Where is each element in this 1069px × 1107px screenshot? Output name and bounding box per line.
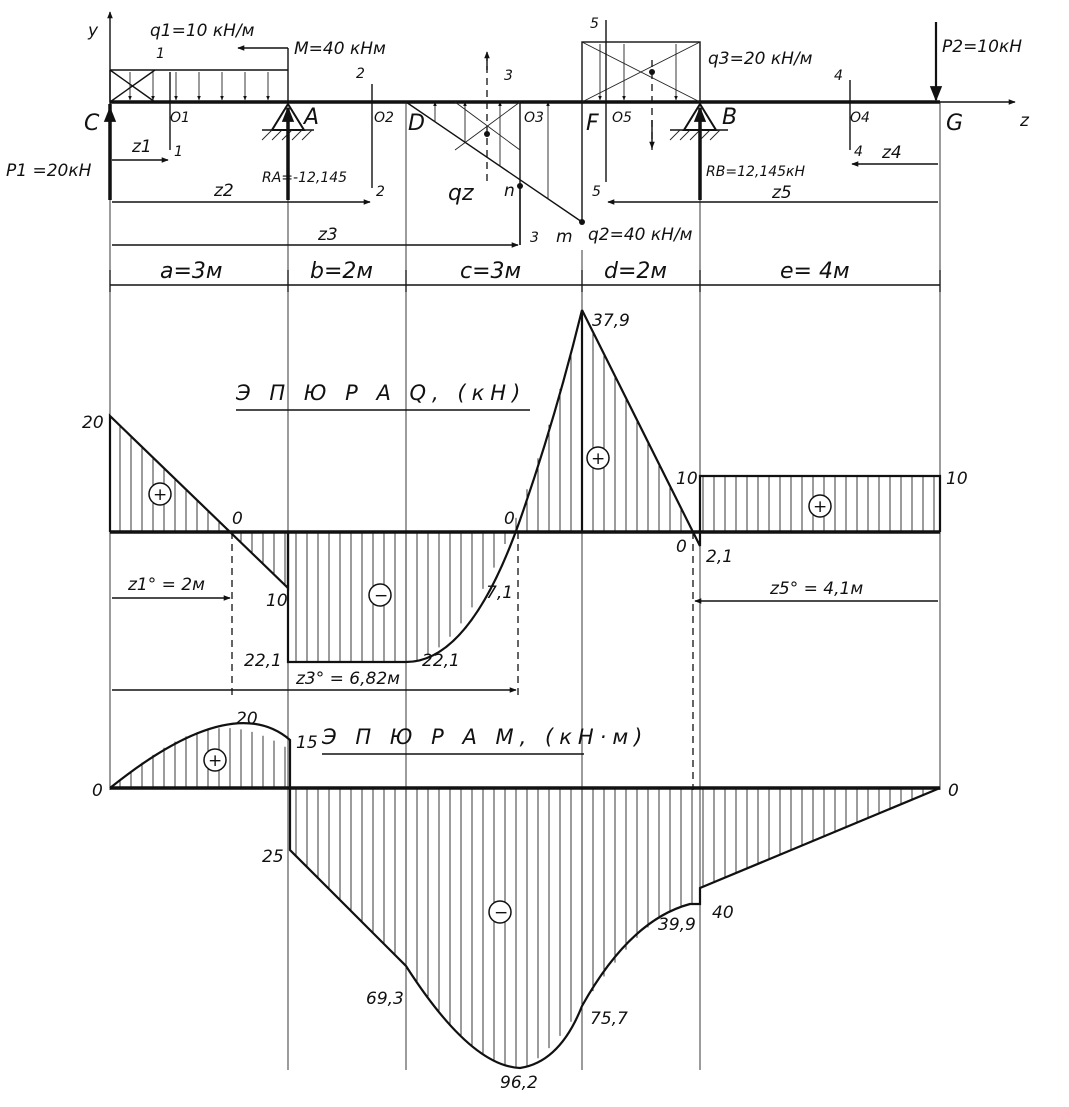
m-label-0-left: 0 <box>92 781 103 801</box>
q-minus-text: − <box>374 586 388 606</box>
span-e: e= 4м <box>780 259 850 284</box>
m-label-0-right: 0 <box>948 781 959 801</box>
q-segment-fb <box>581 309 702 547</box>
span-b: b=2м <box>310 259 373 284</box>
section-2-top: 2 <box>356 66 365 82</box>
section-3-top: 3 <box>504 68 513 84</box>
q-label-22-right: 22,1 <box>422 651 460 671</box>
m-segment-ag <box>288 786 941 1070</box>
m-label-40: 40 <box>712 903 734 923</box>
q-label-0c: 0 <box>676 537 687 557</box>
z5-zero-label: z5° = 4,1м <box>769 579 863 599</box>
z1-zero-label: z1° = 2м <box>127 575 205 595</box>
q-label-7: 7,1 <box>486 583 513 603</box>
point-d: D <box>408 111 425 136</box>
z3-label: z3 <box>317 225 338 245</box>
ra-label: RA=-12,145 <box>262 170 347 186</box>
z5-label: z5 <box>771 183 792 203</box>
m-diagram-title: Э П Ю Р А М, (кН·м) <box>321 725 648 749</box>
point-f: F <box>586 111 599 136</box>
section-5-top: 5 <box>590 16 599 32</box>
m-plus-text: + <box>208 751 222 771</box>
p1-label: P1 =20кН <box>6 161 92 181</box>
bending-moment-diagram: Э П Ю Р А М, (кН·м) 0 20 15 25 69,3 96,2… <box>92 709 959 1093</box>
q3-label: q3=20 кН/м <box>708 49 813 69</box>
section-5-bottom: 5 <box>592 184 601 200</box>
m-segment-ca <box>109 722 292 789</box>
point-c: C <box>84 111 100 136</box>
point-o2: O2 <box>374 110 394 126</box>
q1-label: q1=10 кН/м <box>150 21 255 41</box>
p2-label: P2=10кН <box>942 37 1022 57</box>
q-label-10-g: 10 <box>946 469 968 489</box>
point-o4: O4 <box>850 110 870 126</box>
section-3-bottom: 3 <box>530 230 539 246</box>
q-plus-text-3: + <box>813 497 827 517</box>
point-b: B <box>722 105 737 130</box>
rb-label: RB=12,145кН <box>706 164 806 180</box>
q-label-20: 20 <box>82 413 104 433</box>
q-label-22-left: 22,1 <box>244 651 282 671</box>
section-2-bottom: 2 <box>376 184 385 200</box>
m-label-15: 15 <box>296 733 318 753</box>
point-a: A <box>302 105 319 130</box>
m-minus-text: − <box>494 903 508 923</box>
point-n: n <box>504 181 515 201</box>
m-minus-sign <box>488 900 512 924</box>
m-label-25: 25 <box>262 847 284 867</box>
point-g: G <box>946 111 963 136</box>
q-segment-ca <box>108 413 290 591</box>
q2-triangular-load <box>405 51 585 245</box>
q-plus-sign-2 <box>586 446 610 470</box>
section-4-top: 4 <box>834 68 843 84</box>
q-minus-sign <box>368 583 392 607</box>
moment-label: M=40 кНм <box>294 39 386 59</box>
m-label-75: 75,7 <box>590 1009 628 1029</box>
span-c: c=3м <box>460 259 521 284</box>
q-label-0a: 0 <box>232 509 243 529</box>
support-b <box>669 102 728 200</box>
qz-label: qz <box>448 181 474 206</box>
point-o5: O5 <box>612 110 632 126</box>
shear-force-diagram: Э П Ю Р А Q, (кН) 20 10 0 22,1 22,1 7,1 … <box>82 309 968 790</box>
m-label-39: 39,9 <box>658 915 696 935</box>
section-1-top: 1 <box>156 46 165 62</box>
section-4-bottom: 4 <box>854 144 863 160</box>
q-label-10: 10 <box>266 591 288 611</box>
section-1-bottom: 1 <box>174 144 183 160</box>
point-o1: O1 <box>170 110 190 126</box>
z3-zero-label: z3° = 6,82м <box>295 669 400 689</box>
m-label-20: 20 <box>236 709 258 729</box>
q-segment-bg <box>698 474 942 532</box>
beam-scheme: y z q1=10 кН/м M=40 кНм <box>6 11 1030 292</box>
z4-label: z4 <box>881 143 902 163</box>
span-d: d=2м <box>604 259 667 284</box>
y-axis-label: y <box>87 21 99 41</box>
q3-distributed-load <box>581 41 701 150</box>
m-plus-sign <box>203 748 227 772</box>
q2-label: q2=40 кН/м <box>588 225 693 245</box>
span-a: a=3м <box>160 259 223 284</box>
q-plus-text-2: + <box>591 449 605 469</box>
q-plus-text-1: + <box>153 485 167 505</box>
q-label-37: 37,9 <box>592 311 630 331</box>
q-label-2: 2,1 <box>706 547 733 567</box>
support-a <box>261 102 314 200</box>
z1-label: z1 <box>131 137 152 157</box>
point-o3: O3 <box>524 110 544 126</box>
z-axis-label: z <box>1019 111 1030 131</box>
q-label-10-b: 10 <box>676 469 698 489</box>
q-diagram-title: Э П Ю Р А Q, (кН) <box>235 381 526 405</box>
point-m: m <box>556 227 573 247</box>
m-label-69: 69,3 <box>366 989 404 1009</box>
z2-label: z2 <box>213 181 234 201</box>
m-label-96: 96,2 <box>500 1073 538 1093</box>
q-plus-sign-3 <box>808 494 832 518</box>
q1-distributed-load <box>109 69 288 103</box>
q-label-0b: 0 <box>504 509 515 529</box>
q-segment-af <box>286 309 584 664</box>
q-plus-sign-1 <box>148 482 172 506</box>
